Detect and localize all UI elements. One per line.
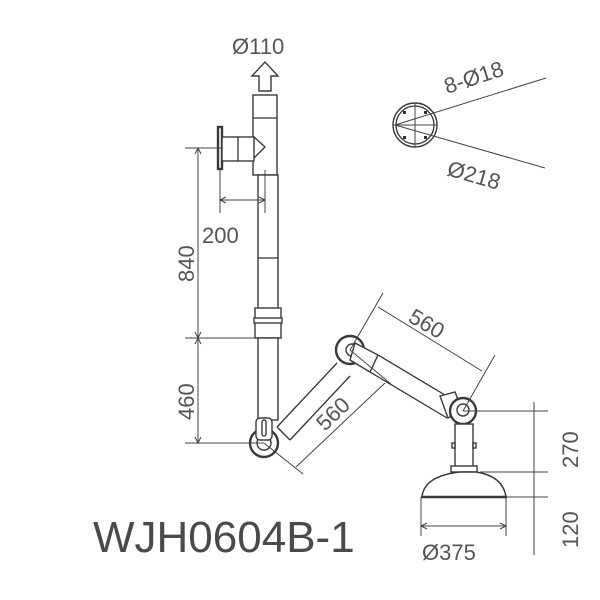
hood-height-label: 120: [558, 511, 583, 548]
upper-height-label: 840: [174, 245, 199, 282]
model-number: WJH0604B-1: [93, 513, 355, 562]
outlet-diameter-label: Ø110: [232, 34, 284, 59]
arm2-length-label: 560: [405, 304, 449, 344]
lower-height-label: 460: [174, 383, 199, 420]
flange-detail: [392, 77, 547, 169]
offset-dimension: [218, 170, 267, 213]
hood: [421, 423, 507, 499]
arm-1: [276, 362, 351, 441]
hood-diameter-label: Ø375: [422, 540, 476, 565]
arm-2: [349, 341, 456, 419]
hood-dimensions: [463, 402, 548, 555]
hood-diameter-dimension: [419, 497, 508, 536]
wall-elbow: [216, 94, 278, 176]
vertical-dimensions: [185, 146, 264, 445]
arrow-up-icon: [250, 60, 280, 92]
wall-offset-label: 200: [202, 223, 239, 248]
vertical-pipe: [253, 174, 283, 421]
arm1-dimension: [263, 349, 392, 475]
arm1-length-label: 560: [311, 392, 355, 435]
arm2-dimension: [349, 292, 496, 412]
flange-diameter-label: Ø218: [445, 156, 504, 195]
hood-drop-label: 270: [558, 431, 583, 468]
bolt-holes-label: 8-Ø18: [441, 56, 507, 99]
